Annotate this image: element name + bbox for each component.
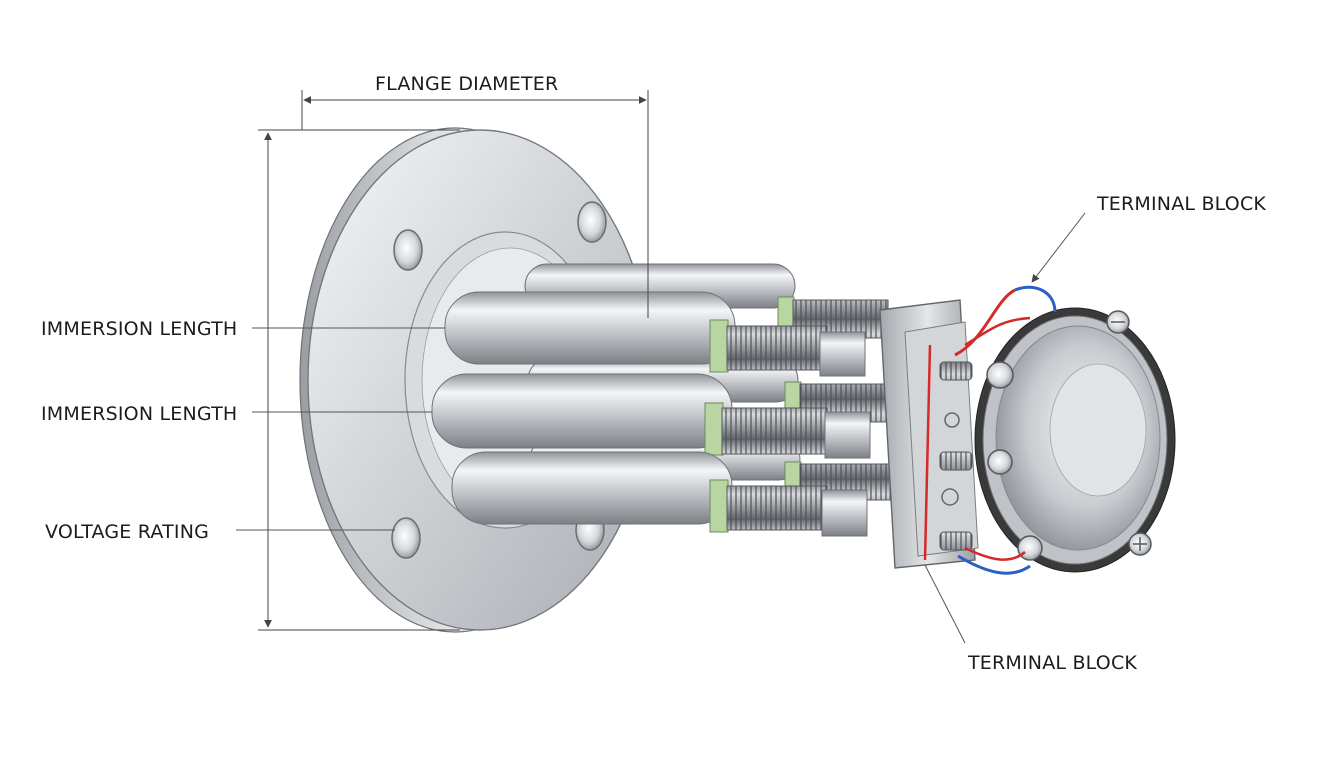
wire-icon [923,285,1057,575]
terminal-post [939,361,1014,389]
bolt-hole-icon [577,201,607,243]
screw-icon [1106,310,1130,334]
immersion-length-callout-1: IMMERSION LENGTH [41,318,445,340]
bolt-hole-icon [393,229,423,271]
voltage-rating-label: VOLTAGE RATING [45,521,209,543]
immersion-length-callout-2: IMMERSION LENGTH [41,403,432,425]
heating-tube [451,451,868,537]
flange-diameter-label: FLANGE DIAMETER [375,73,558,95]
terminal-housing [879,285,1176,575]
flange-diameter-dimension: FLANGE DIAMETER [301,73,649,318]
terminal-block-label-bottom: TERMINAL BLOCK [967,652,1137,674]
heating-tube [444,291,866,377]
voltage-rating-callout: VOLTAGE RATING [45,521,395,543]
heating-tube [431,373,871,459]
screw-icon [1128,532,1152,556]
terminal-block-label-top: TERMINAL BLOCK [1096,193,1266,215]
terminal-post [939,449,1013,475]
immersion-length-label-1: IMMERSION LENGTH [41,318,237,340]
terminal-block-callout-top: TERMINAL BLOCK [1031,193,1266,283]
heating-tubes [431,263,891,537]
height-dimension [258,129,460,631]
bolt-hole-icon [391,517,421,559]
terminal-block-callout-bottom: TERMINAL BLOCK [924,564,1137,674]
immersion-length-label-2: IMMERSION LENGTH [41,403,237,425]
